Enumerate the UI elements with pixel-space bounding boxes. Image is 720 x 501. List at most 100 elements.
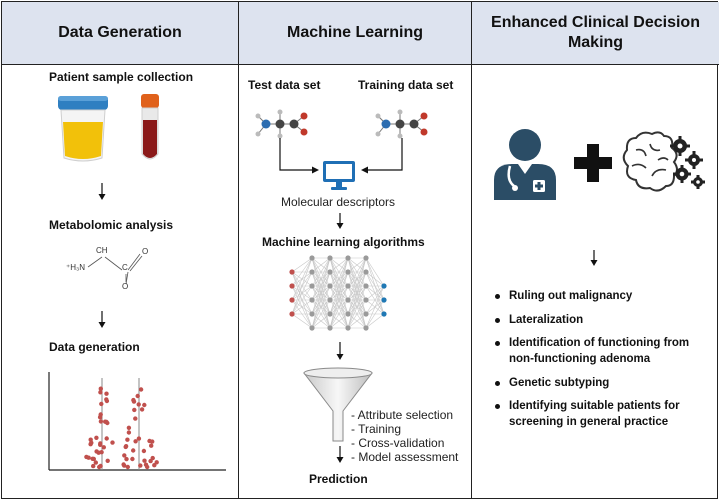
spectrum-dot: [125, 464, 130, 470]
step-item: - Model assessment: [351, 450, 459, 464]
network-node: [345, 311, 351, 317]
list-item: Lateralization: [494, 312, 709, 328]
spectrum-dot: [110, 440, 115, 445]
molecule-o-top: O: [142, 247, 149, 256]
spectrum-dot: [96, 450, 101, 455]
network-node: [327, 255, 333, 261]
list-item: Identifying suitable patients for screen…: [494, 398, 709, 430]
spectrum-dot: [126, 430, 132, 435]
spectrum-dot: [132, 407, 137, 413]
network-node: [345, 283, 351, 289]
doctor-icon: [494, 129, 556, 200]
spectrum-dot: [122, 463, 127, 468]
spectrum-dot: [138, 387, 144, 392]
spectrum-dot: [133, 416, 138, 421]
spectrum-dot: [133, 439, 138, 444]
header-clinical-decision: Enhanced Clinical Decision Making: [472, 2, 719, 65]
column-clinical-decision: Enhanced Clinical Decision Making: [472, 2, 719, 498]
molecule-ch: CH: [96, 246, 108, 255]
network-node: [381, 283, 387, 289]
network-node: [327, 311, 333, 317]
arrow-down-icon: [336, 446, 344, 463]
spectrum-dot: [104, 391, 109, 396]
spectrum-dot: [130, 456, 135, 462]
step-item: - Training: [351, 422, 402, 436]
spectrum-dot: [105, 420, 110, 426]
network-node: [289, 311, 295, 317]
metabolomic-analysis-label: Metabolomic analysis: [49, 218, 174, 232]
network-node: [381, 311, 387, 317]
network-node: [345, 255, 351, 261]
spectrum-dot: [136, 402, 141, 407]
neural-network-icon: [289, 255, 387, 331]
network-node: [327, 269, 333, 275]
network-node: [309, 325, 315, 331]
network-node: [327, 297, 333, 303]
spectrum-dot: [149, 443, 154, 448]
spectrum-dot: [98, 419, 104, 424]
brain-gears-icon: [622, 131, 705, 192]
spectrum-dot: [98, 390, 103, 395]
spectrum-dot: [131, 399, 137, 404]
spectrum-dot: [135, 393, 140, 399]
spectrum-dot: [122, 453, 127, 458]
list-item: Ruling out malignancy: [494, 288, 709, 304]
spectrum-dot: [125, 437, 130, 442]
spectrum-dot: [86, 455, 91, 460]
spectrum-dot: [145, 464, 150, 470]
spectrum-dot: [139, 407, 145, 412]
arrow-down-icon: [98, 311, 106, 328]
spectrum-dot: [93, 460, 98, 465]
test-data-set-label: Test data set: [248, 78, 321, 92]
spectrum-dot: [89, 440, 94, 445]
spectrum-dot: [131, 448, 136, 453]
clinical-benefits-list: Ruling out malignancy Lateralization Ide…: [494, 288, 709, 438]
mass-spectrum-plot: [48, 372, 226, 471]
arrow-down-icon: [336, 342, 344, 360]
network-node: [363, 325, 369, 331]
list-item: Identification of functioning from non-f…: [494, 335, 709, 367]
steps-list: - Attribute selection - Training - Cross…: [351, 408, 458, 464]
spectrum-dot: [98, 441, 103, 446]
molecule-o-bottom: O: [122, 282, 129, 291]
network-node: [345, 325, 351, 331]
arrow-down-icon: [336, 213, 344, 229]
network-node: [309, 255, 315, 261]
spectrum-dot: [90, 456, 95, 461]
step-item: - Cross-validation: [351, 436, 445, 450]
network-node: [345, 269, 351, 275]
list-item: Genetic subtyping: [494, 375, 709, 391]
training-data-set-label: Training data set: [358, 78, 454, 92]
spectrum-dot: [148, 458, 153, 464]
network-node: [363, 269, 369, 275]
molecule-nh3: ⁺H₃N: [66, 263, 86, 272]
molecule-c: C: [122, 263, 128, 272]
sample-collection-label: Patient sample collection: [49, 70, 194, 84]
spectrum-dot: [136, 436, 142, 441]
spectrum-dot: [91, 463, 96, 469]
network-node: [327, 283, 333, 289]
network-node: [381, 297, 387, 303]
spectrum-dot: [142, 402, 147, 408]
spectrum-dot: [142, 458, 147, 463]
prediction-label: Prediction: [309, 472, 368, 486]
spectrum-dot: [98, 463, 103, 469]
spectrum-dot: [123, 444, 129, 449]
arrow-down-icon: [590, 250, 598, 266]
network-node: [363, 283, 369, 289]
network-node: [363, 297, 369, 303]
network-node: [289, 297, 295, 303]
network-node: [345, 297, 351, 303]
network-node: [309, 283, 315, 289]
spectrum-dot: [152, 463, 157, 468]
spectrum-dot: [124, 456, 129, 462]
column-data-generation: Data Generation: [2, 2, 239, 498]
spectrum-dot: [147, 438, 152, 444]
molecular-descriptors-label: Molecular descriptors: [281, 195, 396, 209]
spectrum-dot: [104, 436, 109, 441]
network-node: [363, 255, 369, 261]
column-machine-learning: Machine Learning: [239, 2, 472, 498]
network-node: [363, 311, 369, 317]
funnel-icon: [303, 367, 373, 442]
step-item: - Attribute selection: [351, 408, 454, 422]
